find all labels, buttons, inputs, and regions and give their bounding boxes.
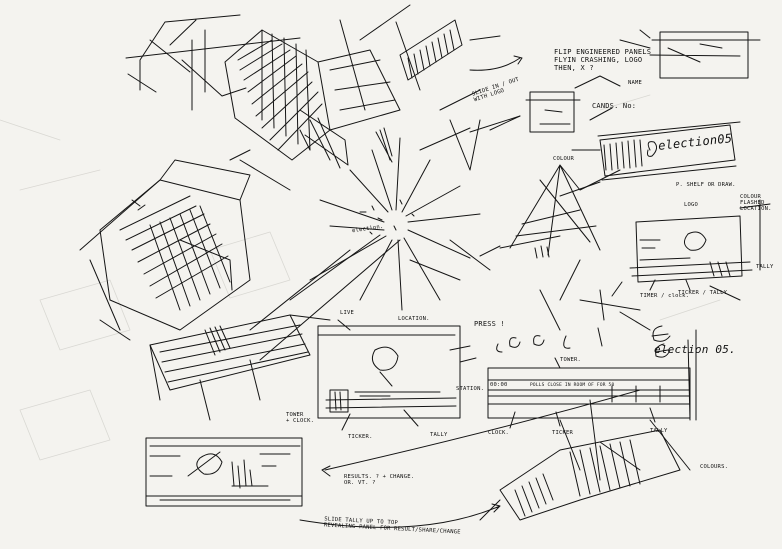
left-hatched-building <box>79 159 291 341</box>
note-shelf: P. SHELF OR DRAW. <box>676 182 736 188</box>
name-panel-sketch <box>525 75 621 133</box>
ticker-clock-digits: 00:00 <box>490 382 508 388</box>
note-tower-clock: TOWER + CLOCK. <box>286 412 315 424</box>
note-timer-clock: TIMER / clock. <box>640 293 690 299</box>
note-tower: TOWER. <box>560 357 582 363</box>
note-flip-panels: FLIP ENGINEERED PANELS FLYIN CRASHING, L… <box>554 48 652 72</box>
misc-strokes <box>229 35 651 363</box>
note-tally-1: TALLY <box>756 264 774 270</box>
election-banner-panel <box>571 121 741 181</box>
center-screen-storyboard <box>317 319 461 431</box>
note-ticker-tally-1: TICKER / TALLY <box>678 290 728 296</box>
note-press: PRESS ! <box>474 320 505 328</box>
bottom-right-hatched-bars <box>479 399 691 521</box>
logo-marks <box>496 325 671 358</box>
note-colour-flash: COLOUR FLASHED LOCATION. <box>740 194 772 212</box>
note-results: RESULTS. ? + CHANGE. OR. VT. ? <box>344 474 415 486</box>
top-left-perspective-lines <box>125 14 301 111</box>
central-sparkle-burst <box>309 119 481 311</box>
ticker-text: POLLS CLOSE IN ROOM OF FOR 50 <box>530 383 615 388</box>
right-tv-screen-sketch <box>629 199 771 283</box>
note-colour-1: COLOUR <box>553 156 575 162</box>
note-live: LIVE <box>340 310 355 316</box>
note-name: NAME <box>628 80 643 86</box>
note-ticker-2: TICKER. <box>348 434 373 440</box>
note-colours: COLOURS. <box>700 464 729 470</box>
top-right-screen-sketch <box>619 29 761 79</box>
top-center-hatched-panel <box>399 19 523 81</box>
election-05-logo: election 05. <box>654 343 736 356</box>
note-station: STATION. <box>456 386 485 392</box>
tripod-sketch <box>499 164 621 259</box>
bottom-left-screen-sketch <box>145 437 303 507</box>
note-candidate-no: CANDS. No: <box>592 102 637 110</box>
note-logo: LOGO <box>684 202 699 208</box>
top-hatched-structure <box>224 4 421 169</box>
note-location: LOCATION. <box>398 316 430 322</box>
note-ticker-3: TICKER <box>552 430 574 436</box>
center-long-lines <box>249 234 501 361</box>
left-hatched-slab <box>149 314 331 421</box>
note-tally-2: TALLY <box>430 432 448 438</box>
flow-arrows <box>299 115 741 528</box>
note-clock: CLOCK. <box>488 430 510 436</box>
note-tally-3: TALLY <box>650 428 668 434</box>
faint-bleedthrough <box>0 94 721 461</box>
